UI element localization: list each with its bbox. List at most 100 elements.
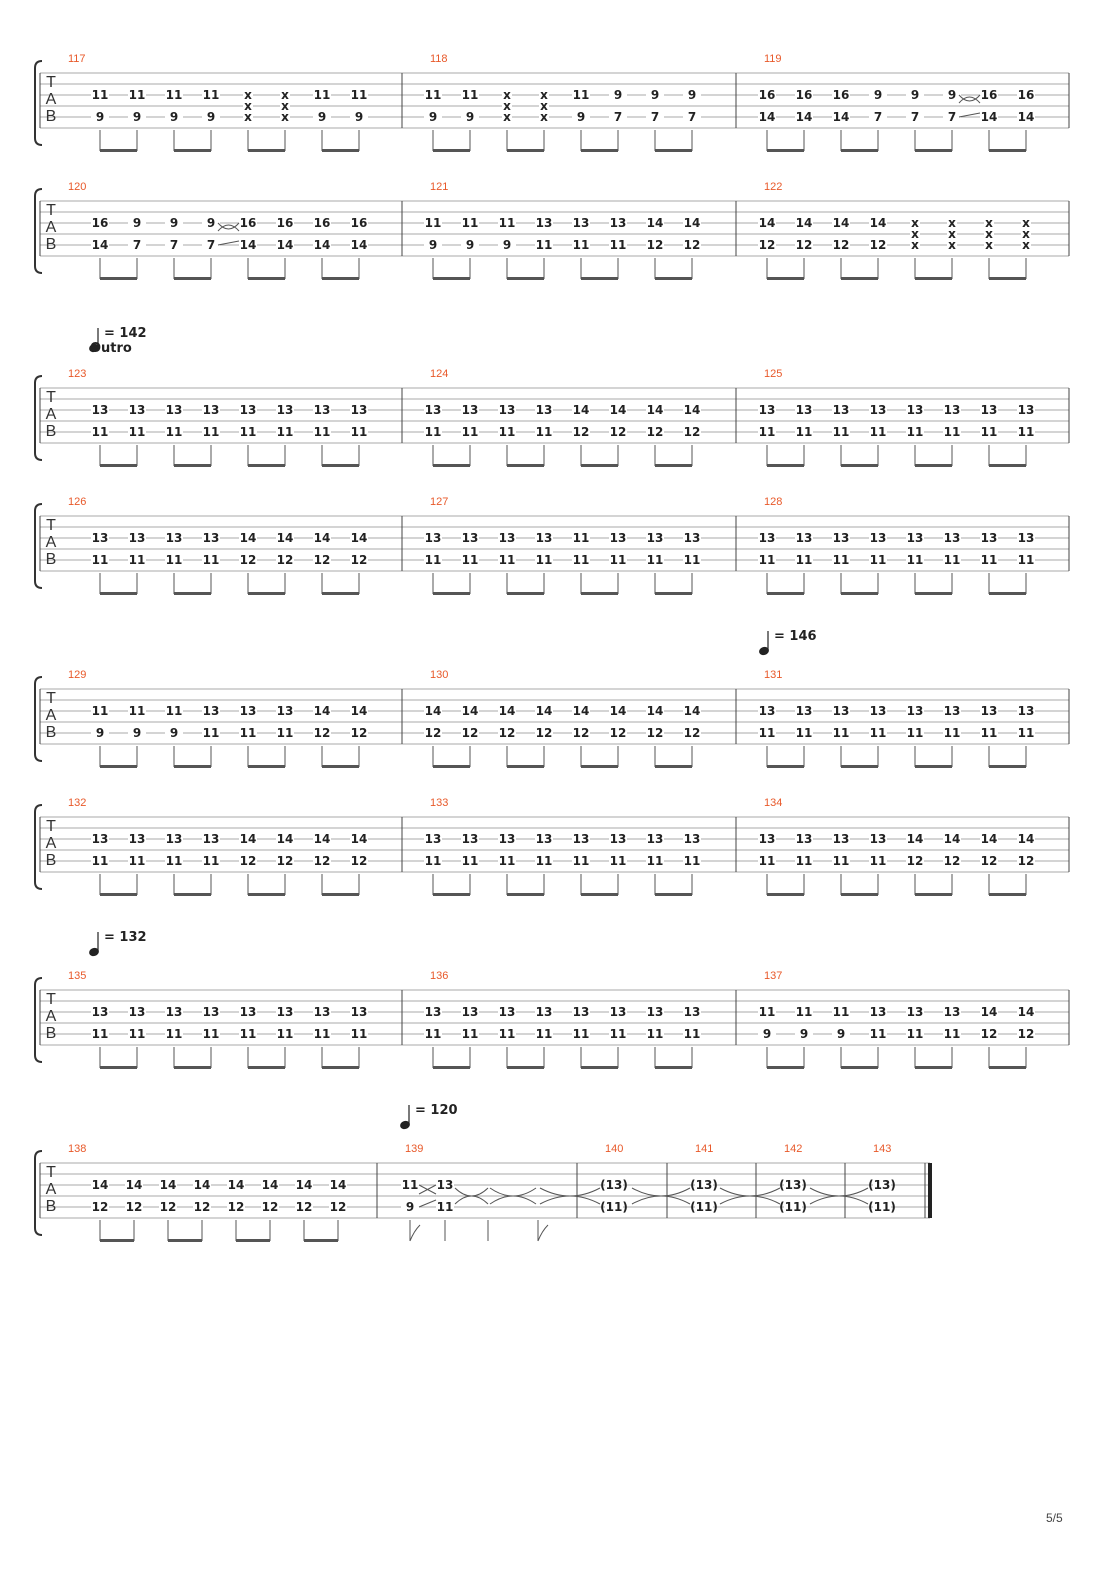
tie-curve — [719, 1195, 781, 1205]
beam — [989, 277, 1026, 280]
note-mask — [1021, 239, 1031, 250]
fret-number: 9 — [614, 88, 622, 102]
note-mask — [832, 111, 850, 122]
fret-number: 13 — [833, 832, 850, 846]
note-mask — [436, 1179, 454, 1190]
fret-number: 12 — [573, 726, 590, 740]
note-mask — [239, 705, 257, 716]
note-mask — [758, 1028, 776, 1039]
note-mask — [128, 855, 146, 866]
note-mask — [498, 217, 516, 228]
beam — [915, 893, 952, 896]
note-mask — [261, 1179, 279, 1190]
dead-note: x — [911, 227, 919, 241]
note-mask — [832, 426, 850, 437]
fret-number: 11 — [684, 553, 701, 567]
fret-number: 11 — [240, 1027, 257, 1041]
fret-number: 13 — [92, 403, 109, 417]
dead-note: x — [911, 216, 919, 230]
fret-number: 13 — [92, 531, 109, 545]
note-mask — [906, 1006, 924, 1017]
note-mask — [436, 1201, 454, 1212]
note-mask — [758, 855, 776, 866]
note-mask — [609, 727, 627, 738]
note-mask — [646, 404, 664, 415]
note-mask — [535, 1028, 553, 1039]
dead-note: x — [244, 88, 252, 102]
note-mask — [869, 705, 887, 716]
fret-number: 9 — [318, 110, 326, 124]
fret-number: 13 — [684, 531, 701, 545]
beam — [841, 592, 878, 595]
tab-clef-letter: B — [46, 423, 57, 440]
beam — [174, 149, 211, 152]
note-mask — [572, 554, 590, 565]
note-mask — [350, 705, 368, 716]
note-mask — [980, 532, 998, 543]
note-mask — [795, 855, 813, 866]
measure-number: 127 — [430, 496, 448, 508]
fret-number: 14 — [262, 1178, 279, 1192]
tie-curve — [809, 1187, 869, 1197]
note-mask — [795, 426, 813, 437]
fret-number: 11 — [796, 854, 813, 868]
fret-number: 13 — [536, 832, 553, 846]
note-mask — [165, 1028, 183, 1039]
fret-number: 11 — [796, 1005, 813, 1019]
note-mask — [832, 727, 850, 738]
note-mask — [832, 239, 850, 250]
system-bracket — [34, 804, 43, 890]
fret-number: 9 — [170, 726, 178, 740]
fret-number: 11 — [1018, 726, 1035, 740]
note-mask — [906, 89, 924, 100]
beam — [989, 592, 1026, 595]
note-mask — [350, 532, 368, 543]
note-mask — [832, 833, 850, 844]
fret-number: 14 — [126, 1178, 143, 1192]
note-mask — [539, 100, 549, 111]
measure-number: 119 — [764, 53, 782, 65]
fret-number: 12 — [1018, 854, 1035, 868]
note-mask — [128, 426, 146, 437]
dead-note: x — [244, 99, 252, 113]
beam — [989, 765, 1026, 768]
fret-number: 14 — [240, 832, 257, 846]
note-mask — [758, 705, 776, 716]
note-mask — [202, 111, 220, 122]
fret-number: (13) — [868, 1178, 896, 1192]
note-mask — [91, 1028, 109, 1039]
note-mask — [535, 532, 553, 543]
note-mask — [572, 239, 590, 250]
note-mask — [758, 111, 776, 122]
note-mask — [609, 404, 627, 415]
beam — [100, 149, 137, 152]
fret-number: 9 — [911, 88, 919, 102]
beam — [174, 765, 211, 768]
note-mask — [572, 833, 590, 844]
note-mask — [906, 855, 924, 866]
note-mask — [943, 727, 961, 738]
note-mask — [313, 89, 331, 100]
fret-number: 11 — [536, 553, 553, 567]
note-mask — [572, 111, 590, 122]
note-mask — [869, 404, 887, 415]
note-mask — [329, 1179, 347, 1190]
note-mask — [91, 554, 109, 565]
dead-note: x — [281, 110, 289, 124]
tempo-marking: = 120 — [415, 1103, 458, 1118]
note-mask — [498, 404, 516, 415]
note-mask — [980, 426, 998, 437]
note-mask — [239, 1028, 257, 1039]
beam — [989, 149, 1026, 152]
beam — [248, 893, 285, 896]
beam — [841, 765, 878, 768]
beam — [655, 765, 692, 768]
fret-number: 12 — [351, 726, 368, 740]
note-mask — [869, 833, 887, 844]
note-mask — [758, 833, 776, 844]
beam — [174, 464, 211, 467]
note-mask — [795, 833, 813, 844]
measure-number: 141 — [695, 1143, 713, 1155]
fret-number: 9 — [207, 110, 215, 124]
fret-number: 11 — [981, 726, 998, 740]
